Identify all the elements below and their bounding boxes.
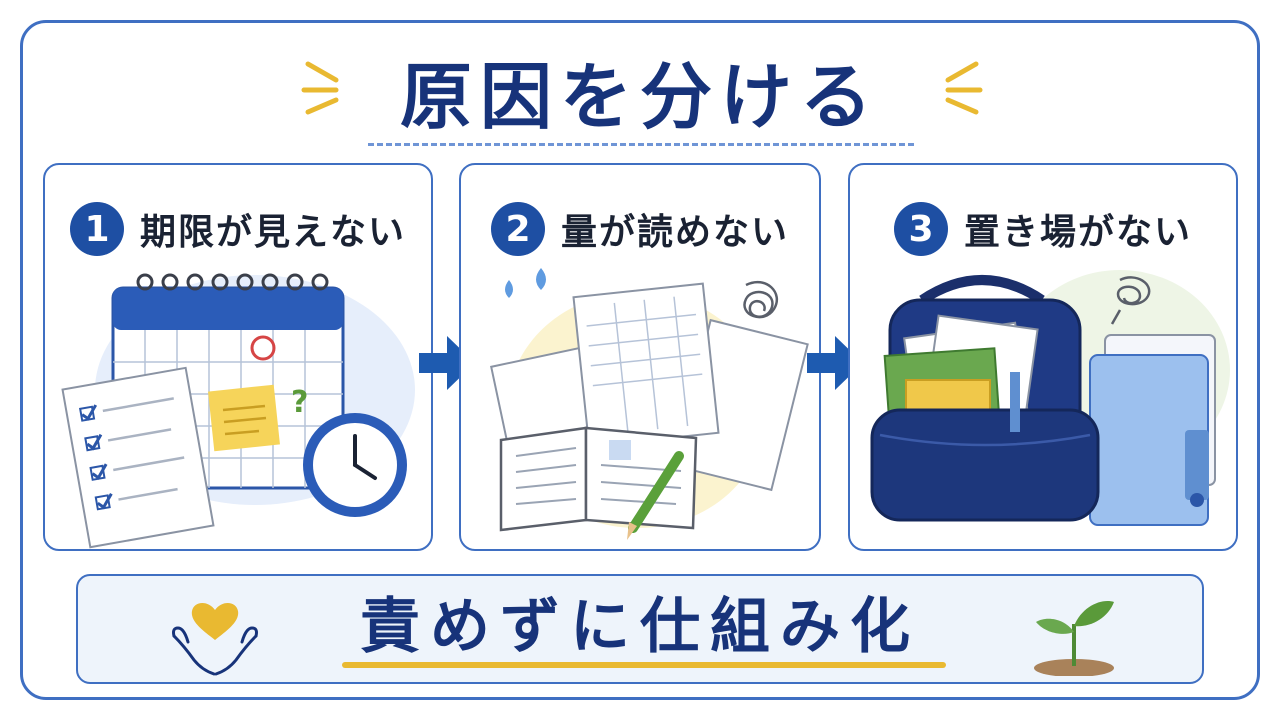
clock-icon: [303, 413, 407, 517]
swirl-icon: [1110, 276, 1151, 325]
footer-underline: [342, 662, 946, 668]
backpack-icon: [870, 275, 1100, 522]
binder-icon: [1089, 334, 1216, 526]
hands-heart-icon: [172, 602, 258, 676]
title-underline: [368, 143, 914, 146]
step-header-1: 1 期限が見えない: [45, 199, 431, 259]
volume-illustration: [490, 268, 809, 540]
sticky-note-icon: [208, 384, 280, 452]
step-number-3: 3: [893, 202, 948, 256]
step-label-1: 期限が見えない: [139, 212, 406, 253]
step-header-2: 2 量が読めない: [461, 199, 819, 259]
tangle-icon: [743, 280, 779, 319]
step-panel-3: 3 置き場がない: [848, 163, 1238, 551]
pencil-icon: [627, 451, 684, 540]
sweat-drop-icon: [505, 268, 546, 298]
storage-illustration: [870, 270, 1230, 526]
spark-icon-left: [301, 61, 339, 115]
checklist-icon: [61, 366, 215, 549]
step-label-2: 量が読めない: [560, 212, 789, 253]
deadline-illustration: ?: [61, 273, 415, 549]
footer-text: 責めずに仕組み化: [360, 592, 920, 662]
step-panel-1: 1 期限が見えない: [43, 163, 433, 551]
open-notebook-icon: [499, 426, 698, 532]
sprout-icon: [1034, 601, 1114, 676]
step-number-2: 2: [490, 202, 545, 256]
step-number-1: 1: [69, 202, 124, 256]
question-mark-icon: ?: [291, 385, 308, 420]
step-label-3: 置き場がない: [963, 212, 1192, 253]
footer-banner: 責めずに仕組み化: [76, 574, 1204, 684]
page-title: 原因を分ける: [399, 55, 880, 139]
step-header-3: 3 置き場がない: [850, 199, 1236, 259]
spark-icon-right: [945, 61, 983, 115]
step-panel-2: 2 量が読めない: [459, 163, 821, 551]
